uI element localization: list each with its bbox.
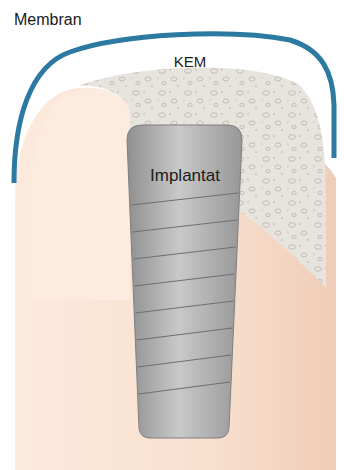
part-name: KEM xyxy=(174,53,207,70)
thread-line xyxy=(139,382,230,394)
thread-line xyxy=(134,274,234,286)
thread-line xyxy=(131,193,238,205)
bone-crest xyxy=(30,88,130,300)
thread-line xyxy=(135,301,233,313)
membrane xyxy=(14,34,334,183)
implant-label-box: Implantat xyxy=(150,166,220,186)
thread-line xyxy=(132,220,237,232)
thread-line xyxy=(133,247,235,259)
part-name: Membran xyxy=(14,11,344,29)
part-name: Implantat xyxy=(150,166,220,186)
graft-label-box: KEM xyxy=(174,53,207,70)
thread-line xyxy=(138,355,232,367)
implant-threads xyxy=(131,193,238,394)
thread-line xyxy=(137,328,233,340)
implant-body xyxy=(127,125,242,438)
